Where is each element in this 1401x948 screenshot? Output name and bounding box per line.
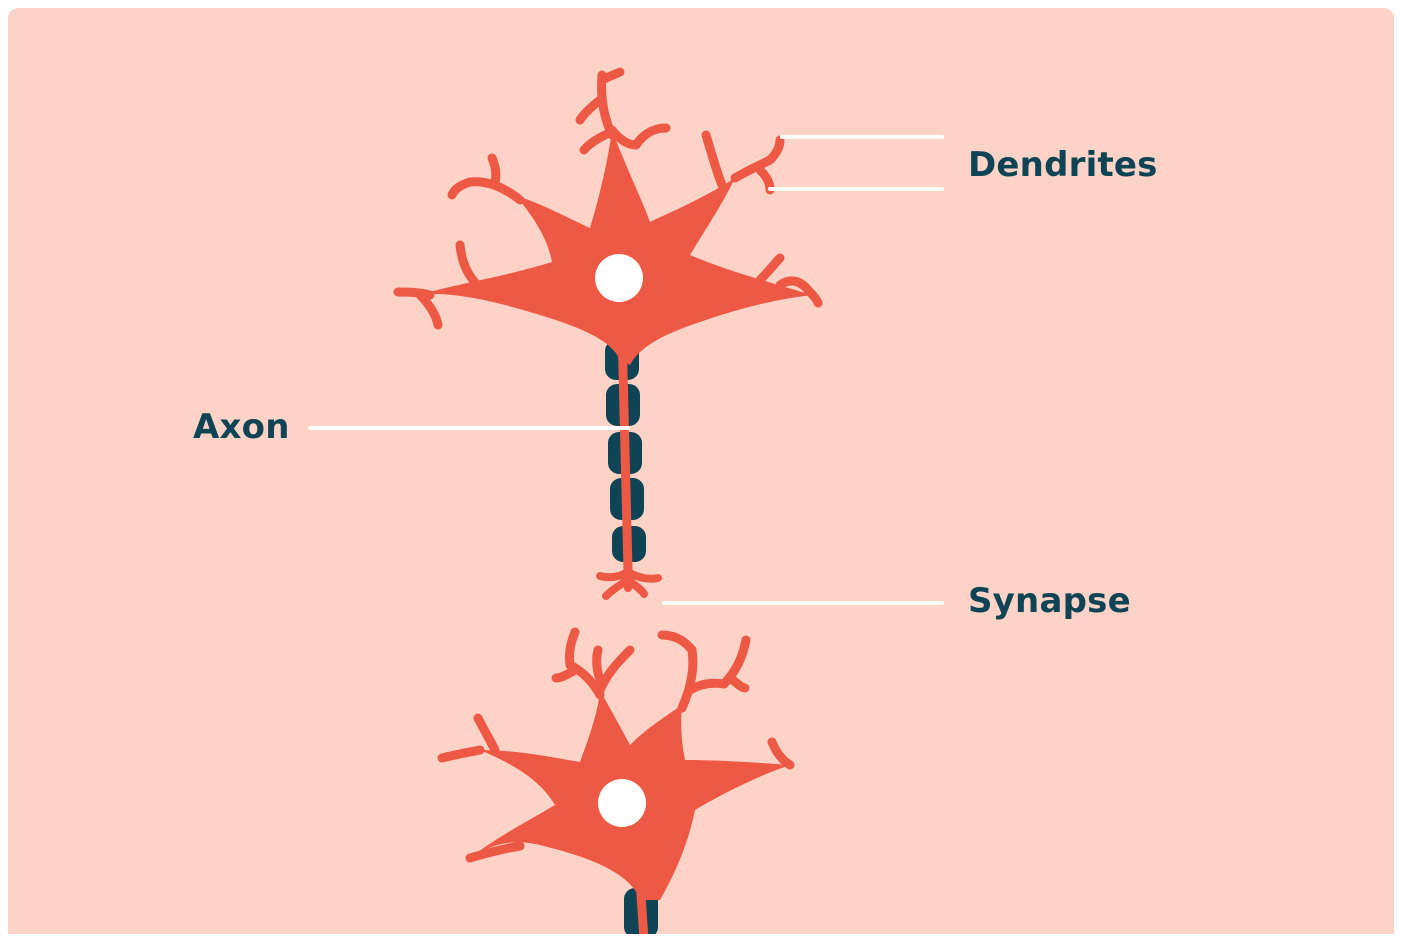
axon bbox=[622, 330, 628, 570]
dendrites-label: Dendrites bbox=[968, 145, 1158, 185]
nucleus bbox=[595, 254, 643, 302]
synapse-label: Synapse bbox=[968, 581, 1131, 621]
nucleus bbox=[598, 779, 646, 827]
axon-label: Axon bbox=[193, 407, 290, 447]
